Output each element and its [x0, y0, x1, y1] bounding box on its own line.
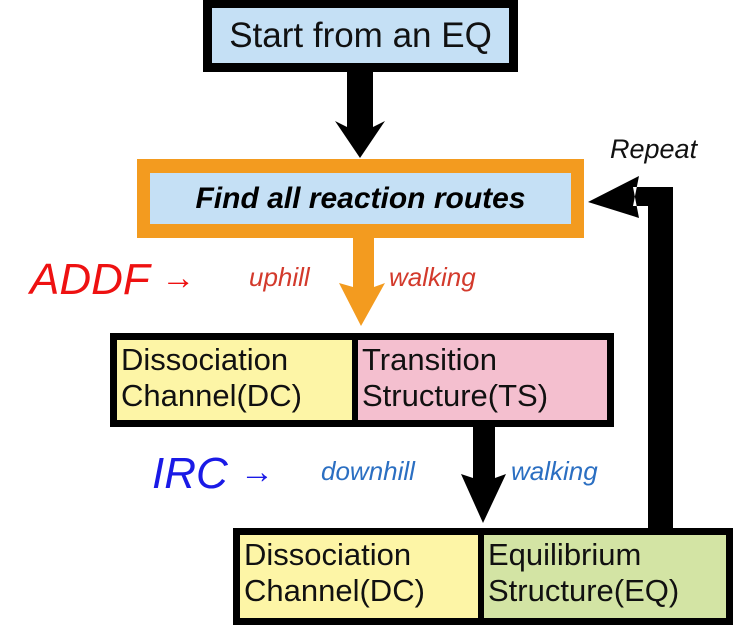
dissociation-channel-node-2: Dissociation Channel(DC) — [240, 535, 478, 618]
uphill-walking-label: walking — [389, 262, 476, 292]
find-routes-label: Find all reaction routes — [150, 173, 571, 224]
start-node: Start from an EQ — [203, 0, 518, 72]
eq-line1: Equilibrium — [488, 537, 642, 572]
uphill-label: uphill — [249, 262, 310, 292]
right-arrow-icon: → — [240, 453, 275, 491]
downhill-label: downhill — [321, 456, 415, 486]
downhill-walking-label: walking — [511, 456, 598, 486]
right-arrow-icon: → — [161, 259, 196, 297]
ts-line2: Structure(TS) — [362, 378, 549, 413]
irc-method-label: IRC → — [152, 449, 274, 499]
arrow-start-to-find — [335, 70, 385, 158]
level1-node-pair: Dissociation Channel(DC) Transition Stru… — [110, 333, 614, 427]
find-routes-node: Find all reaction routes — [137, 159, 584, 238]
dc1-line1: Dissociation — [121, 342, 289, 377]
equilibrium-structure-node: Equilibrium Structure(EQ) — [484, 535, 726, 618]
dc1-line2: Channel(DC) — [121, 378, 302, 413]
transition-structure-node: Transition Structure(TS) — [358, 340, 607, 420]
dc2-line1: Dissociation — [244, 537, 412, 572]
start-node-label: Start from an EQ — [212, 8, 509, 63]
eq-line2: Structure(EQ) — [488, 573, 680, 608]
ts-line1: Transition — [362, 342, 497, 377]
arrow-repeat — [588, 176, 673, 530]
arrow-uphill — [339, 237, 385, 326]
level2-node-pair: Dissociation Channel(DC) Equilibrium Str… — [233, 528, 733, 625]
dc2-line2: Channel(DC) — [244, 573, 425, 608]
irc-label: IRC — [152, 449, 228, 498]
dissociation-channel-node-1: Dissociation Channel(DC) — [117, 340, 352, 420]
arrow-downhill — [461, 425, 506, 523]
addf-label: ADDF — [30, 255, 149, 304]
addf-method-label: ADDF → — [30, 255, 195, 305]
repeat-label: Repeat — [610, 134, 698, 164]
